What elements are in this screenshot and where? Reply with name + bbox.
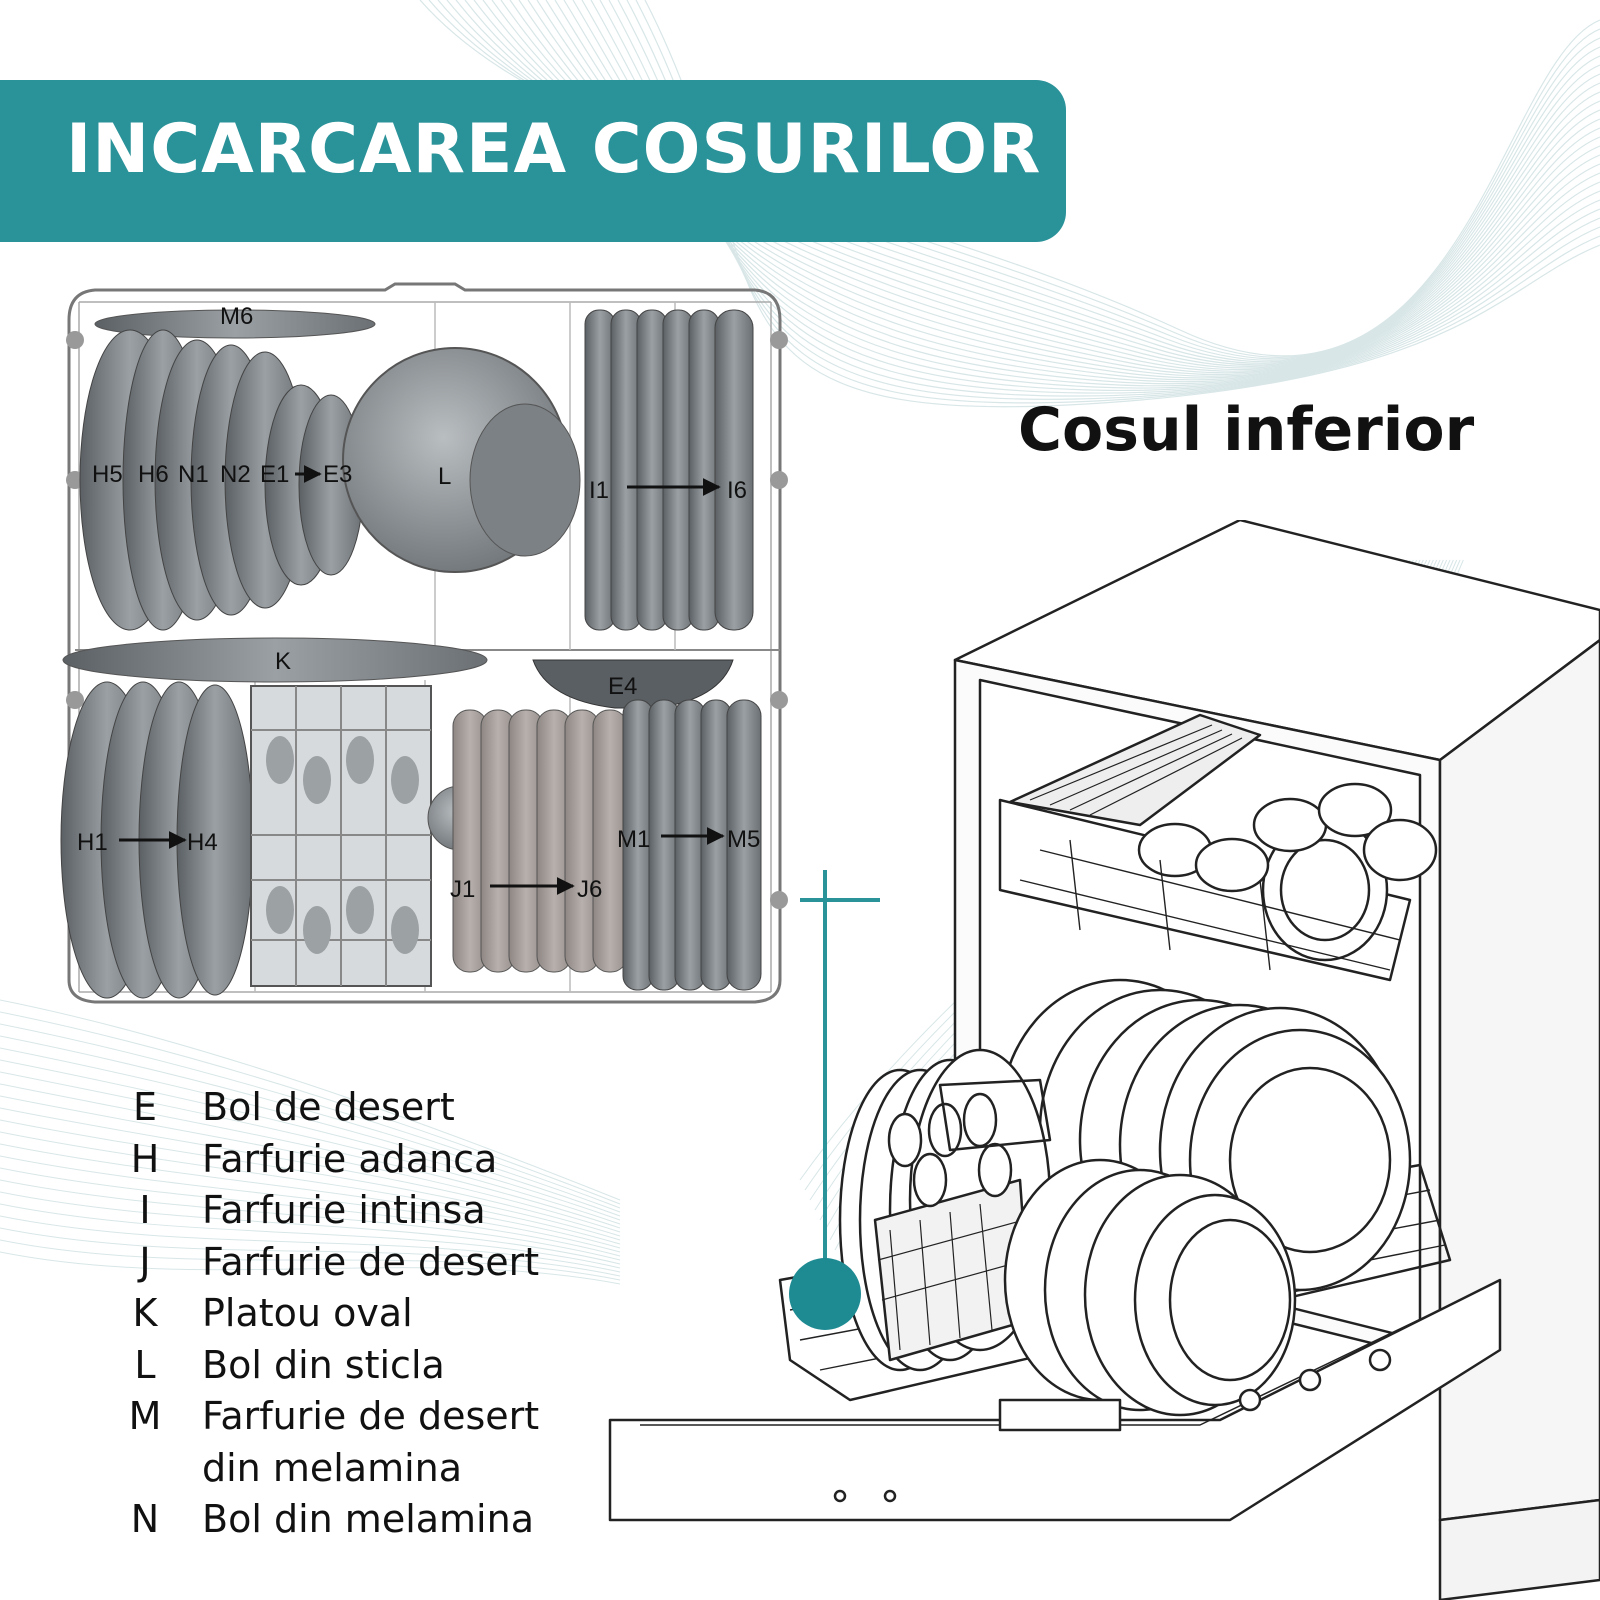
legend-text: Platou oval — [202, 1291, 413, 1335]
wave-line — [0, 1143, 621, 1249]
wave-line — [0, 999, 621, 1201]
plates-i1-i6 — [584, 309, 754, 631]
legend-text: Farfurie intinsa — [202, 1188, 486, 1232]
label-m6: M6 — [220, 303, 253, 330]
legend-row: E Bol de desert — [110, 1082, 539, 1134]
legend-letter: N — [130, 1497, 160, 1541]
wave-line — [0, 1251, 621, 1285]
wave-line — [0, 1059, 621, 1221]
label-i1: I1 — [589, 477, 609, 504]
wave-line — [0, 1071, 621, 1225]
legend-letter: H — [130, 1136, 160, 1181]
wave-line — [0, 1155, 621, 1253]
legend-row: H Farfurie adanca — [110, 1134, 539, 1186]
label-h5: H5 — [92, 461, 123, 488]
plates-j1-j6 — [452, 709, 628, 973]
label-m5: M5 — [727, 826, 760, 853]
title-banner — [0, 80, 1066, 242]
label-e4: E4 — [608, 673, 637, 700]
legend-text: Bol din sticla — [202, 1342, 445, 1387]
label-e3: E3 — [323, 461, 352, 488]
wave-line — [0, 1179, 621, 1261]
wave-line — [0, 1131, 621, 1245]
platter-k — [62, 637, 488, 683]
door — [608, 1278, 1502, 1522]
legend-text: Farfurie de desert — [202, 1239, 540, 1284]
legend-letter: L — [134, 1342, 156, 1387]
wave-line — [0, 1035, 621, 1213]
legend-text: din melamina — [202, 1445, 463, 1490]
legend-row: I Farfurie intinsa — [110, 1185, 539, 1237]
label-l: L — [438, 463, 451, 490]
wave-line — [0, 1239, 621, 1281]
section-subtitle: Cosul inferior — [1018, 395, 1475, 465]
legend-text: Farfurie de desert — [202, 1394, 540, 1438]
label-h6: H6 — [138, 461, 169, 488]
wave-line — [0, 1083, 621, 1229]
dishes-h5-e3 — [79, 329, 364, 631]
cutlery-tray — [1008, 713, 1262, 827]
legend: E Bol de desert H Farfurie adanca I Farfuri… — [110, 1082, 540, 1546]
legend-text: Farfurie adanca — [202, 1136, 498, 1181]
legend-letter: I — [139, 1188, 151, 1232]
cabinet-side — [1438, 638, 1600, 1522]
page-title: INCARCAREA COSURILOR — [66, 110, 1042, 189]
wave-line — [0, 1227, 621, 1277]
label-j6: J6 — [577, 876, 602, 903]
legend-letter: E — [132, 1085, 157, 1129]
label-e1: E1 — [260, 461, 289, 488]
legend-text: Bol din melamina — [202, 1497, 534, 1541]
dishwasher-illustration — [608, 520, 1600, 1600]
legend-letter — [110, 1443, 180, 1495]
legend-row: L Bol din sticla — [110, 1340, 539, 1392]
glass-bowl-l — [342, 347, 581, 573]
legend-letter: K — [132, 1291, 158, 1335]
legend-row: K Platou oval — [110, 1288, 539, 1340]
wave-line — [0, 1011, 621, 1205]
label-n2: N2 — [220, 461, 251, 488]
legend-text: Bol de desert — [202, 1085, 455, 1129]
legend-letter: M — [128, 1394, 162, 1438]
callout-marker — [789, 870, 880, 1330]
label-n1: N1 — [178, 461, 209, 488]
legend-row: M Farfurie de desert — [110, 1391, 540, 1443]
plates-m1-m5 — [622, 699, 762, 991]
legend-row: J Farfurie de desert — [110, 1237, 539, 1289]
wave-line — [0, 1047, 621, 1217]
label-h1: H1 — [77, 829, 108, 856]
wave-line — [0, 1191, 621, 1265]
wave-line — [0, 1203, 621, 1269]
wave-line — [0, 1095, 621, 1233]
wave-line — [0, 1119, 621, 1241]
label-k: K — [275, 648, 291, 675]
label-h4: H4 — [187, 829, 218, 856]
legend-row: din melamina — [110, 1443, 539, 1495]
wave-line — [0, 1215, 621, 1273]
basket-loading-diagram: M6 H5 H6 N1 N2 E1 E3 L I1 I6 K E4 H1 H4 … — [60, 282, 788, 1004]
wave-line — [0, 1167, 621, 1257]
label-j1: J1 — [450, 876, 475, 903]
label-m1: M1 — [617, 826, 650, 853]
label-i6: I6 — [727, 477, 747, 504]
wave-line — [0, 1023, 621, 1209]
wave-line — [0, 1107, 621, 1237]
legend-letter: J — [139, 1239, 151, 1284]
legend-row: N Bol din melamina — [110, 1494, 539, 1546]
